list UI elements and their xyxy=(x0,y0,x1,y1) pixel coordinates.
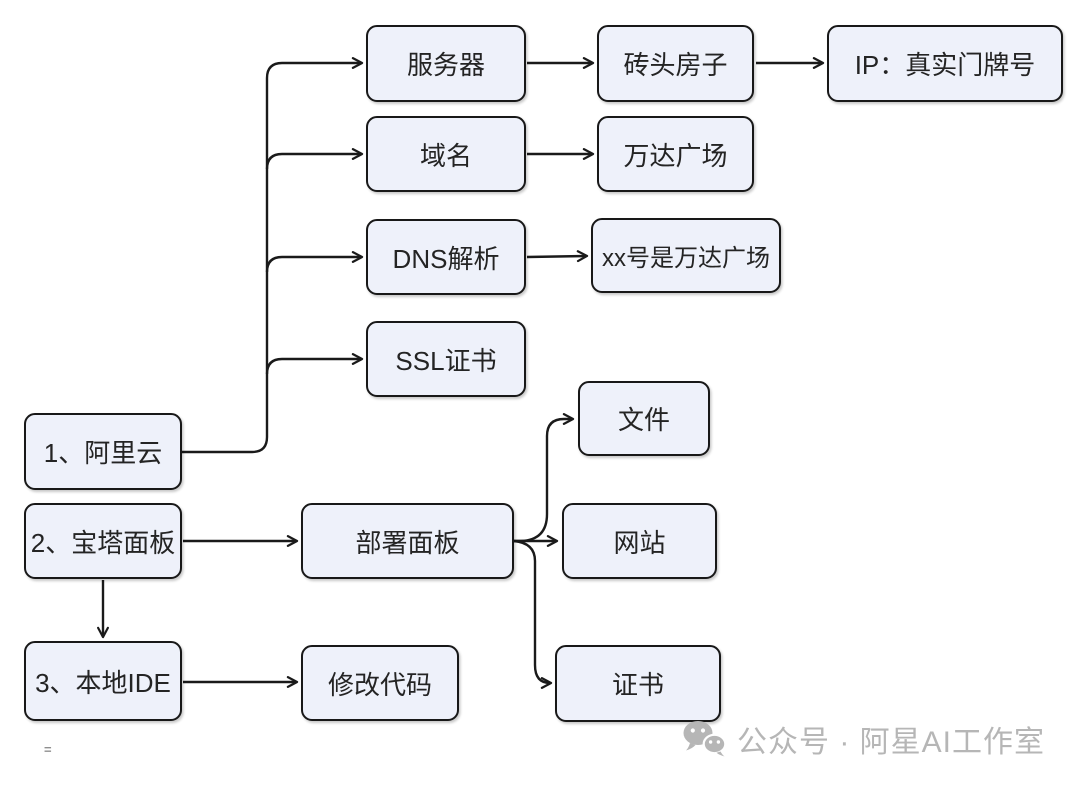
node-aliyun: 1、阿里云 xyxy=(24,413,182,490)
edge-deploy-cert xyxy=(513,539,553,689)
node-files: 文件 xyxy=(578,381,710,456)
node-server: 服务器 xyxy=(366,25,526,102)
node-local-ide: 3、本地IDE xyxy=(24,641,182,721)
node-domain-name: 域名 xyxy=(366,116,526,192)
edge-aliyun-dns xyxy=(265,251,364,273)
node-modify-code: 修改代码 xyxy=(301,645,459,721)
node-xx-is-wanda: xx号是万达广场 xyxy=(591,218,781,293)
node-website: 网站 xyxy=(562,503,717,579)
node-baota-panel: 2、宝塔面板 xyxy=(24,503,182,579)
watermark-text: 公众号 · 阿星AI工作室 xyxy=(737,726,1046,759)
wechat-icon xyxy=(682,719,726,759)
edge-aliyun-domain xyxy=(265,148,364,170)
edge-aliyun-server xyxy=(182,57,364,454)
footnote-equals: = xyxy=(44,742,52,757)
node-deploy-panel: 部署面板 xyxy=(301,503,514,579)
node-dns-resolution: DNS解析 xyxy=(366,219,526,295)
watermark: 公众号 · 阿星AI工作室 xyxy=(682,714,1045,764)
node-brick-house: 砖头房子 xyxy=(597,25,754,102)
edge-aliyun-ssl xyxy=(265,353,364,375)
edge-dns-xxwanda xyxy=(526,250,589,263)
node-ssl-cert: SSL证书 xyxy=(366,321,526,397)
node-ip-address: IP：真实门牌号 xyxy=(827,25,1063,102)
node-wanda-plaza: 万达广场 xyxy=(597,116,754,192)
node-certificate: 证书 xyxy=(555,645,721,722)
